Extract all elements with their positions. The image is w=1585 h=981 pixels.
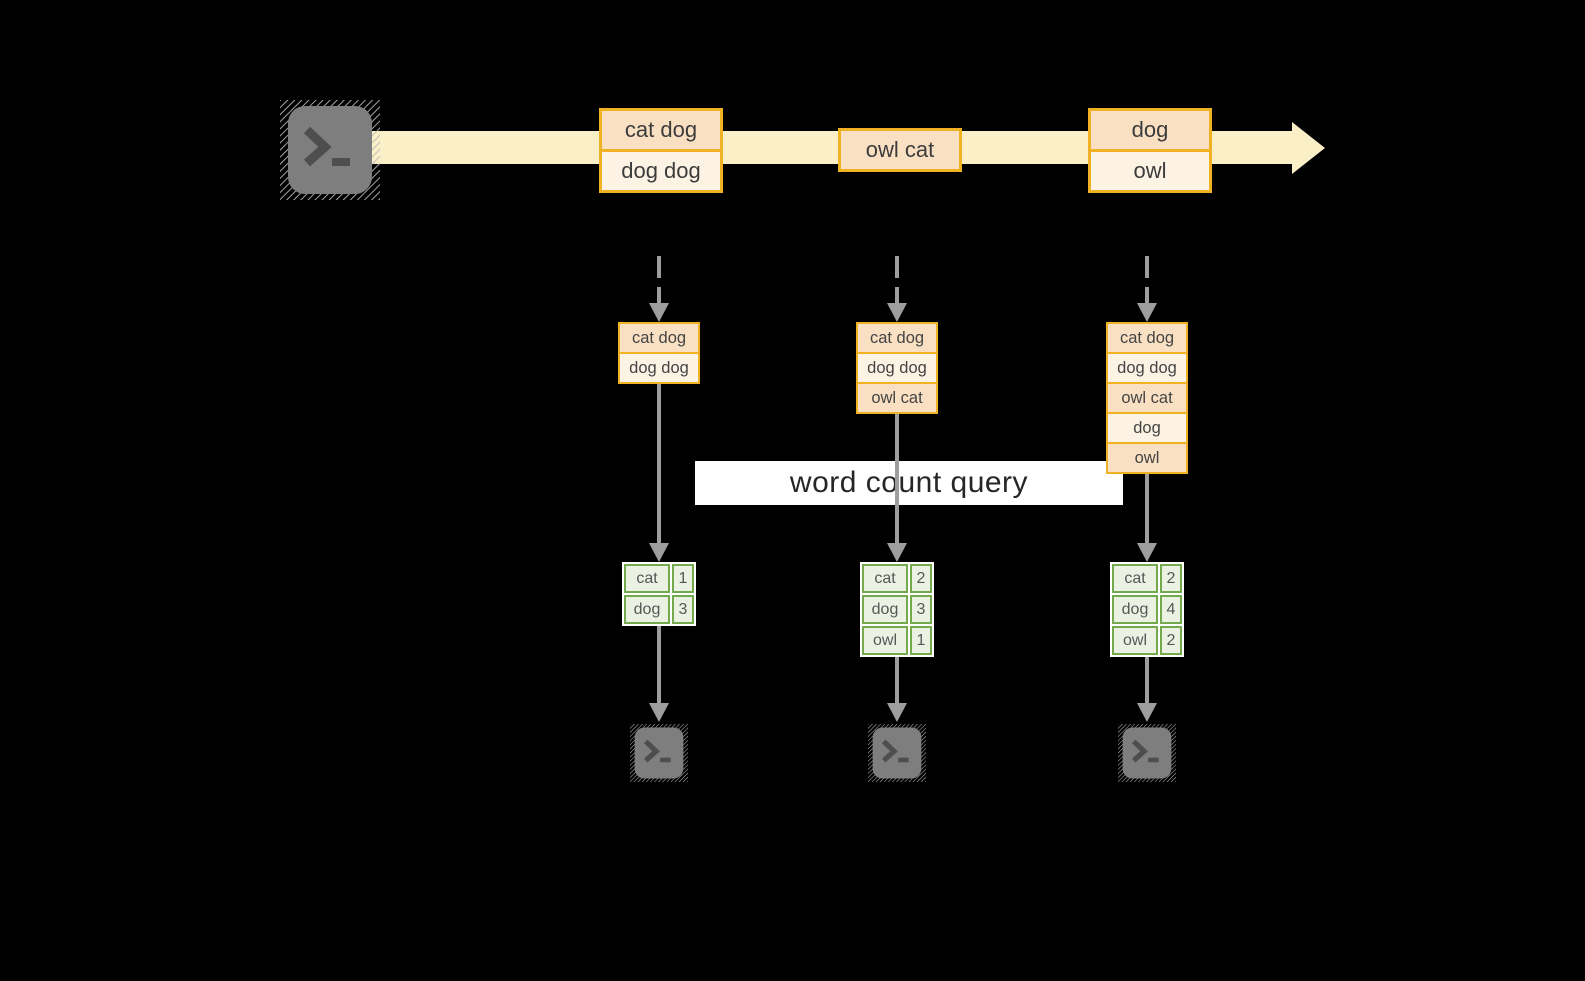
- accumulated-record: cat dog: [1106, 322, 1188, 354]
- word-cell: dog: [1112, 595, 1158, 624]
- terminal-icon: [630, 724, 688, 782]
- stream-record: dog dog: [602, 152, 720, 190]
- stream-record: dog: [1091, 111, 1209, 149]
- ingest-arrow: [649, 256, 669, 322]
- stream-record: owl: [1091, 152, 1209, 190]
- terminal-icon: [280, 100, 380, 200]
- stream-record: owl cat: [841, 131, 959, 169]
- stream-arrowhead-icon: [1292, 122, 1325, 174]
- count-cell: 2: [910, 564, 932, 593]
- count-cell: 2: [1160, 626, 1182, 655]
- stream-record: cat dog: [602, 111, 720, 149]
- word-cell: owl: [862, 626, 908, 655]
- accumulated-record: dog dog: [618, 352, 700, 384]
- query-flow-arrow: [1137, 474, 1157, 562]
- output-arrow: [649, 626, 669, 722]
- accumulated-record: owl cat: [1106, 382, 1188, 414]
- word-cell: cat: [624, 564, 670, 593]
- word-cell: cat: [862, 564, 908, 593]
- accumulated-record: dog dog: [1106, 352, 1188, 384]
- accumulated-record: dog dog: [856, 352, 938, 384]
- terminal-icon: [868, 724, 926, 782]
- accumulated-record: cat dog: [618, 322, 700, 354]
- terminal-icon: [1118, 724, 1176, 782]
- count-cell: 3: [672, 595, 694, 624]
- count-cell: 1: [910, 626, 932, 655]
- word-cell: owl: [1112, 626, 1158, 655]
- query-flow-arrow: [649, 384, 669, 562]
- word-cell: dog: [624, 595, 670, 624]
- count-cell: 4: [1160, 595, 1182, 624]
- stream-record-batch: owl cat: [838, 128, 962, 172]
- ingest-arrow: [887, 256, 907, 322]
- output-arrow: [1137, 657, 1157, 722]
- count-cell: 1: [672, 564, 694, 593]
- word-cell: dog: [862, 595, 908, 624]
- accumulated-record: owl: [1106, 442, 1188, 474]
- accumulated-record: owl cat: [856, 382, 938, 414]
- accumulated-record: cat dog: [856, 322, 938, 354]
- query-label: word count query: [695, 461, 1123, 505]
- count-cell: 2: [1160, 564, 1182, 593]
- ingest-arrow: [1137, 256, 1157, 322]
- output-arrow: [887, 657, 907, 722]
- query-flow-arrow: [887, 414, 907, 562]
- accumulated-record: dog: [1106, 412, 1188, 444]
- count-cell: 3: [910, 595, 932, 624]
- word-cell: cat: [1112, 564, 1158, 593]
